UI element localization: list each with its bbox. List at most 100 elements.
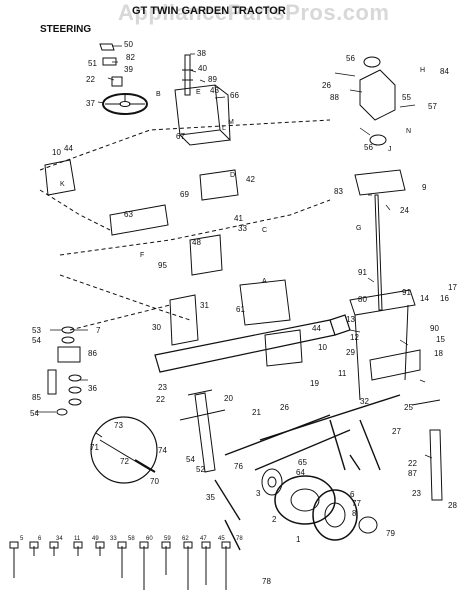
hardware-label-h8: 60 (146, 536, 153, 542)
callout-c90: 90 (430, 324, 439, 333)
hardware-label-h6: 33 (110, 536, 117, 542)
callout-c61: 61 (236, 305, 245, 314)
callout-c57: 57 (428, 102, 437, 111)
letter-lM: M (228, 119, 234, 126)
callout-c27: 27 (392, 427, 401, 436)
callout-c76: 76 (234, 462, 243, 471)
callout-c91a: 91 (358, 268, 367, 277)
callout-c16: 16 (440, 294, 449, 303)
callout-c8: 8 (352, 509, 357, 518)
callout-c42: 42 (246, 175, 255, 184)
callout-c26: 26 (280, 403, 289, 412)
letter-lK: K (60, 181, 65, 188)
callout-c38: 38 (197, 49, 206, 58)
callout-c29: 29 (346, 348, 355, 357)
callout-c87: 87 (408, 469, 417, 478)
callout-c51: 51 (88, 59, 97, 68)
callout-c36: 36 (88, 384, 97, 393)
hardware-label-h4: 11 (74, 536, 81, 542)
front-axle-part (154, 314, 351, 373)
hardware-label-h10: 62 (182, 536, 189, 542)
callout-c54c: 54 (186, 455, 195, 464)
callout-c20: 20 (224, 394, 233, 403)
callout-c84: 84 (440, 67, 449, 76)
callout-c78: 78 (262, 577, 271, 586)
hardware-label-h2: 6 (38, 536, 42, 542)
callout-c56a: 56 (346, 54, 355, 63)
callout-c14: 14 (420, 294, 429, 303)
steering-shaft-part (174, 54, 231, 146)
callout-c44b: 44 (312, 324, 321, 333)
callout-c1: 1 (296, 535, 301, 544)
hardware-label-h5: 49 (92, 536, 99, 542)
callout-c50: 50 (124, 40, 133, 49)
callout-c32: 32 (360, 397, 369, 406)
callout-c18: 18 (434, 349, 443, 358)
callout-c67: 67 (176, 132, 185, 141)
callout-c26b: 26 (322, 81, 331, 90)
bracket-parts (44, 159, 303, 367)
callout-c41: 41 (234, 214, 243, 223)
front-wheel-part (261, 468, 378, 541)
callout-c89: 89 (208, 75, 217, 84)
spindle-left-part (179, 389, 226, 473)
callout-c88: 88 (330, 93, 339, 102)
callout-c22a: 22 (86, 75, 95, 84)
detail-inset (90, 416, 158, 484)
callout-c65: 65 (298, 458, 307, 467)
callout-c7a: 7 (96, 326, 101, 335)
hardware-label-h3: 34 (56, 536, 63, 542)
callout-c11: 11 (338, 369, 347, 378)
letter-lH: H (420, 67, 425, 74)
callout-c64: 64 (296, 468, 305, 477)
left-hardware-parts (47, 326, 82, 416)
callout-c13: 13 (346, 315, 355, 324)
callout-c48: 48 (192, 238, 201, 247)
callout-c44a: 44 (64, 144, 73, 153)
callout-c3: 3 (256, 489, 261, 498)
steering-gear-part (349, 56, 443, 501)
callout-c31: 31 (200, 301, 209, 310)
diagram-title: GT TWIN GARDEN TRACTOR (132, 5, 286, 17)
callout-c24: 24 (400, 206, 409, 215)
callout-c54a: 54 (32, 336, 41, 345)
letter-lG: G (356, 225, 361, 232)
tie-rod-part (214, 394, 401, 551)
callout-c73: 73 (114, 421, 123, 430)
callout-c72: 72 (120, 457, 129, 466)
letter-lN: N (406, 128, 411, 135)
callout-c80: 80 (358, 295, 367, 304)
callout-c10a: 10 (52, 148, 61, 157)
letter-lJ: J (388, 146, 392, 153)
callout-c91b: 91 (402, 288, 411, 297)
callout-c19: 19 (310, 379, 319, 388)
callout-c10b: 10 (318, 343, 327, 352)
callout-c12: 12 (350, 333, 359, 342)
letter-lL: L (222, 125, 226, 132)
callout-c69: 69 (180, 190, 189, 199)
callout-c82: 82 (126, 53, 135, 62)
callout-c86: 86 (88, 349, 97, 358)
callout-c23b: 23 (412, 489, 421, 498)
callout-c22b: 22 (156, 395, 165, 404)
callout-c9: 9 (422, 183, 427, 192)
letter-lE: E (196, 89, 201, 96)
callout-c71: 71 (90, 443, 99, 452)
steering-wheel-part (99, 43, 148, 115)
leader-lines (35, 45, 433, 459)
callout-c25: 25 (404, 403, 413, 412)
callout-c30: 30 (152, 323, 161, 332)
callout-c6: 6 (350, 490, 355, 499)
callout-c85: 85 (32, 393, 41, 402)
callout-c66: 66 (230, 91, 239, 100)
callout-c52: 52 (196, 465, 205, 474)
callout-c53: 53 (32, 326, 41, 335)
watermark: AppliancePartsPros.com (118, 0, 390, 25)
callout-c74: 74 (158, 446, 167, 455)
hardware-label-h13: 78 (236, 536, 243, 542)
callout-c79: 79 (386, 529, 395, 538)
